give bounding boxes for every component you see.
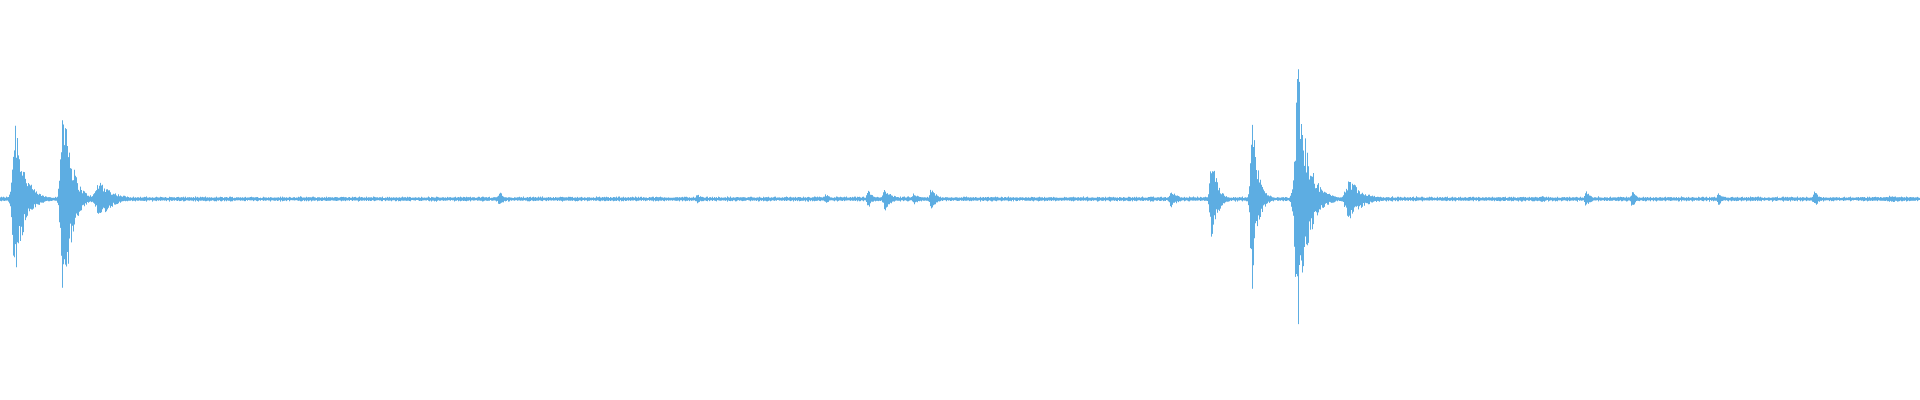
waveform-samples bbox=[0, 69, 1920, 325]
waveform-path bbox=[0, 69, 1920, 325]
